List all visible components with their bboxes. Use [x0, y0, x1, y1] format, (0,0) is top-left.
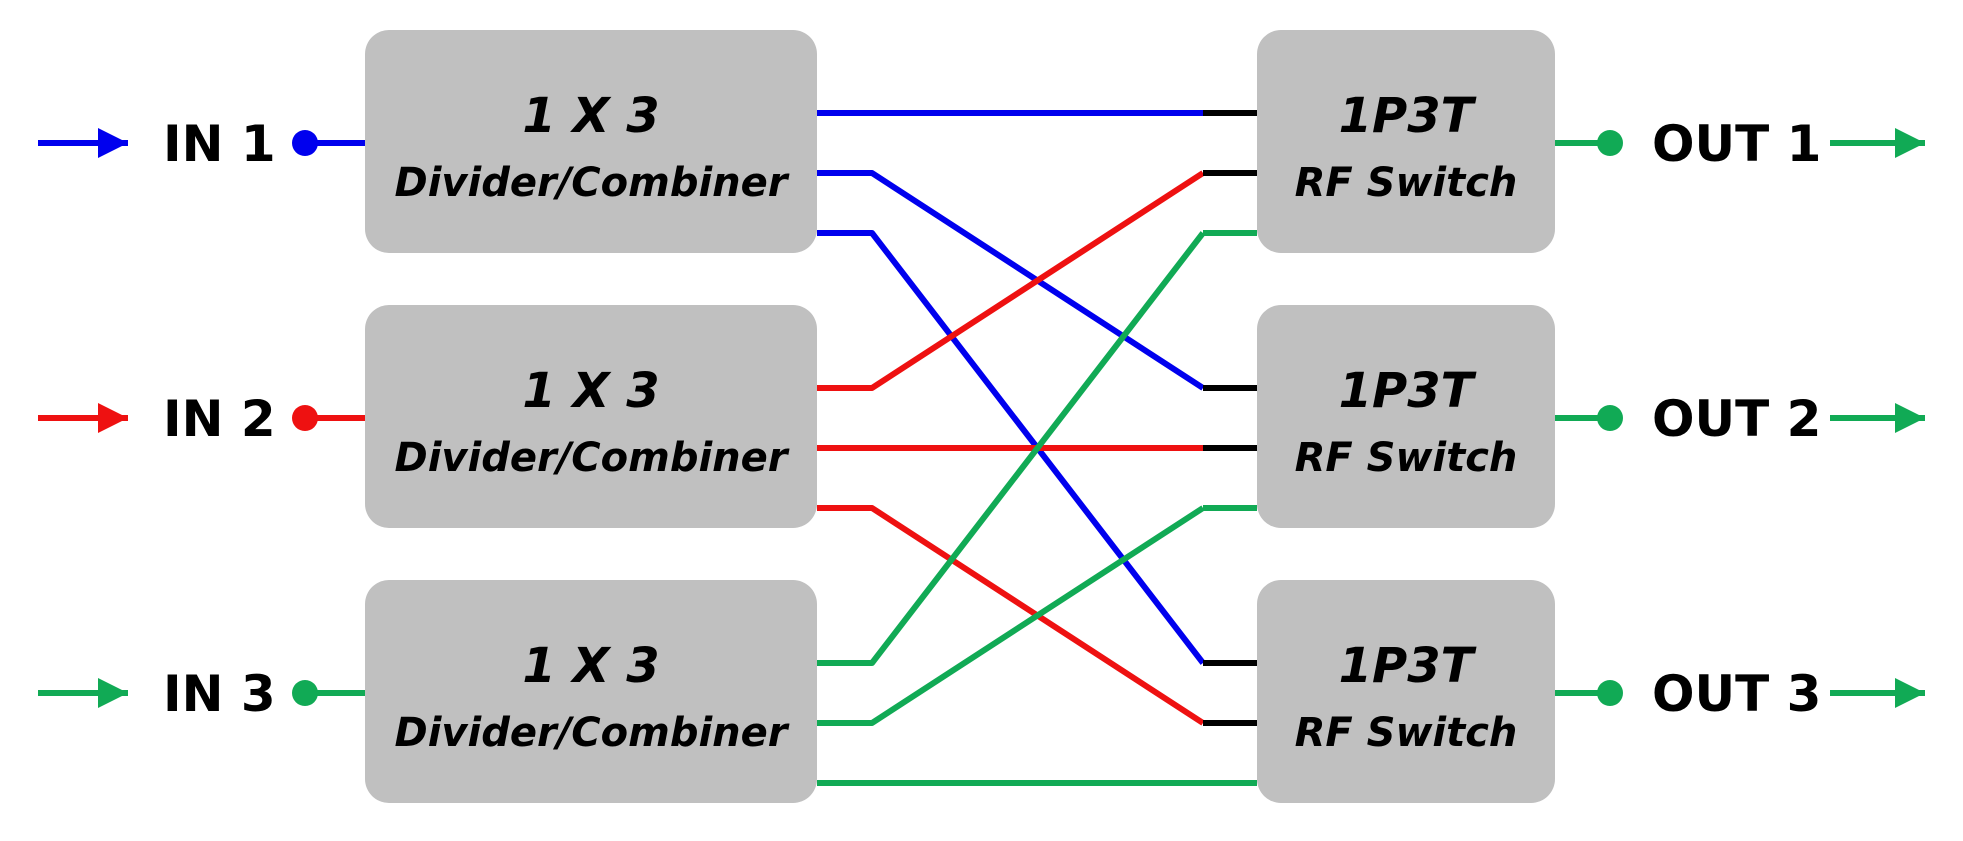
input-1: IN 1: [38, 115, 367, 173]
wire-d2p1-s1p2: [817, 170, 1205, 391]
divider-2-subtitle: Divider/Combiner: [395, 435, 790, 481]
switch-1-box: [1257, 30, 1555, 253]
switch-2-box: [1257, 305, 1555, 528]
output-3-port-dot: [1597, 680, 1623, 706]
switch-input-stubs: [1203, 110, 1257, 786]
wire-d1p3-s3p1: [817, 230, 1206, 665]
input-1-port-dot: [292, 130, 318, 156]
output-2-port-dot: [1597, 405, 1623, 431]
switch-2-title: 1P3T: [1339, 363, 1477, 419]
output-1-port-dot: [1597, 130, 1623, 156]
output-2: OUT 2: [1555, 390, 1925, 448]
switch-2: 1P3T RF Switch: [1257, 305, 1555, 528]
switch-3-box: [1257, 580, 1555, 803]
wire-d2p3-s3p2: [817, 505, 1205, 726]
divider-2-title: 1 X 3: [522, 363, 659, 419]
divider-3-subtitle: Divider/Combiner: [395, 710, 790, 756]
switch-1: 1P3T RF Switch: [1257, 30, 1555, 253]
output-3-label: OUT 3: [1652, 665, 1821, 723]
output-3: OUT 3: [1555, 665, 1925, 723]
input-2-label: IN 2: [163, 390, 276, 448]
input-2: IN 2: [38, 390, 367, 448]
divider-2-box: [365, 305, 817, 528]
switch-3-subtitle: RF Switch: [1295, 710, 1518, 756]
input-2-port-dot: [292, 405, 318, 431]
divider-2: 1 X 3 Divider/Combiner: [365, 305, 817, 528]
divider-3: 1 X 3 Divider/Combiner: [365, 580, 817, 803]
wire-d3p2-s2p3: [817, 505, 1205, 726]
switch-1-title: 1P3T: [1339, 88, 1477, 144]
input-3-port-dot: [292, 680, 318, 706]
input-3-label: IN 3: [163, 665, 276, 723]
input-3: IN 3: [38, 665, 367, 723]
switch-3-title: 1P3T: [1339, 638, 1477, 694]
input-1-label: IN 1: [163, 115, 276, 173]
switch-1-subtitle: RF Switch: [1295, 160, 1518, 206]
output-1: OUT 1: [1555, 115, 1925, 173]
divider-1-title: 1 X 3: [522, 88, 659, 144]
switch-3: 1P3T RF Switch: [1257, 580, 1555, 803]
wire-d3p1-s1p3: [817, 231, 1206, 666]
divider-1-box: [365, 30, 817, 253]
wire-d1p2-s2p1: [817, 170, 1205, 391]
divider-3-title: 1 X 3: [522, 638, 659, 694]
connection-wires: [817, 110, 1206, 786]
output-2-label: OUT 2: [1652, 390, 1821, 448]
switch-2-subtitle: RF Switch: [1295, 435, 1518, 481]
divider-3-box: [365, 580, 817, 803]
divider-1: 1 X 3 Divider/Combiner: [365, 30, 817, 253]
divider-1-subtitle: Divider/Combiner: [395, 160, 790, 206]
output-1-label: OUT 1: [1652, 115, 1821, 173]
